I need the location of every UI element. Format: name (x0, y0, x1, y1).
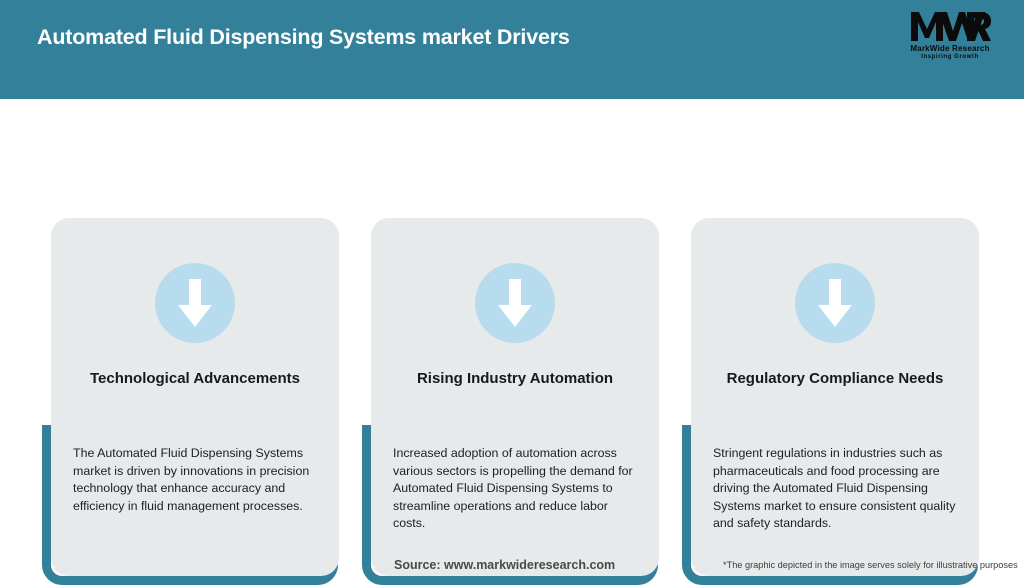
page-title: Automated Fluid Dispensing Systems marke… (37, 25, 570, 49)
footer-source: Source: www.markwideresearch.com (394, 558, 616, 572)
card-surface: Regulatory Compliance Needs Stringent re… (691, 218, 979, 576)
header-band: Automated Fluid Dispensing Systems marke… (0, 0, 1024, 99)
arrow-down-icon (475, 263, 555, 343)
arrow-down-icon (795, 263, 875, 343)
driver-card-2[interactable]: Rising Industry Automation Increased ado… (362, 139, 659, 585)
card-title: Regulatory Compliance Needs (726, 370, 944, 387)
logo-tagline: Inspiring Growth (921, 54, 979, 60)
card-body-text: Increased adoption of automation across … (393, 446, 633, 530)
card-surface: Technological Advancements The Automated… (51, 218, 339, 576)
driver-card-3[interactable]: Regulatory Compliance Needs Stringent re… (682, 139, 979, 585)
card-title: Rising Industry Automation (416, 370, 614, 387)
drivers-card-row: Technological Advancements The Automated… (0, 99, 1024, 585)
card-body-text: Stringent regulations in industries such… (713, 446, 956, 530)
card-title: Technological Advancements (89, 370, 301, 387)
logo-company-name: MarkWide Research (910, 44, 990, 53)
driver-card-1[interactable]: Technological Advancements The Automated… (42, 139, 339, 585)
arrow-down-icon (155, 263, 235, 343)
footer-disclaimer: *The graphic depicted in the image serve… (723, 560, 1018, 570)
markwide-research-logo: MarkWide Research Inspiring Growth (894, 9, 1006, 65)
card-body-text: The Automated Fluid Dispensing Systems m… (73, 446, 310, 513)
mwr-logo-mark (911, 12, 991, 41)
card-surface: Rising Industry Automation Increased ado… (371, 218, 659, 576)
